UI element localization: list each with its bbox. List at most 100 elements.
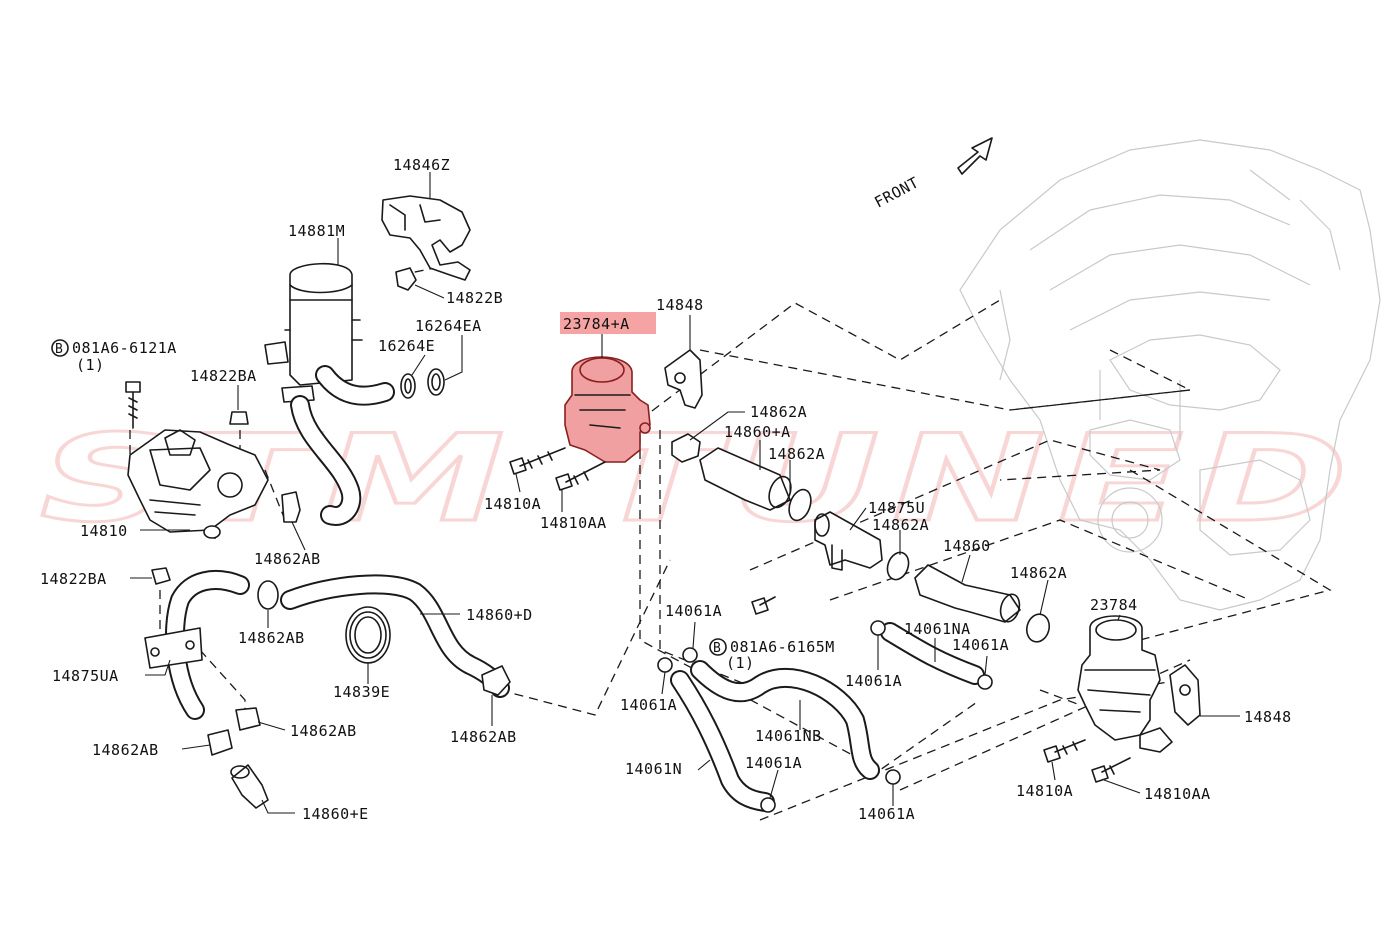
label-14810A-bottom: 14810A xyxy=(1016,782,1073,800)
bolt-14810AA-top[interactable] xyxy=(555,461,606,491)
bolt-081A6-6121A[interactable] xyxy=(125,381,141,429)
hose-14860D[interactable] xyxy=(280,574,510,698)
nut-14822BA-top[interactable] xyxy=(229,411,249,425)
label-14862AB-l2: 14862AB xyxy=(92,741,159,759)
part-23784A-highlighted[interactable] xyxy=(564,356,651,463)
label-14862A-3: 14862A xyxy=(872,516,929,534)
clamp-14862AB-mid[interactable] xyxy=(257,580,279,610)
part-14822B[interactable] xyxy=(395,267,417,291)
label-14862A-2: 14862A xyxy=(768,445,825,463)
label-14848-bottom: 14848 xyxy=(1244,708,1292,726)
clip-14061A-5[interactable] xyxy=(760,797,776,813)
part-14846Z[interactable] xyxy=(381,195,471,281)
label-23784A: 23784+A xyxy=(563,315,630,333)
highlight-box xyxy=(560,312,656,334)
label-14862AB-low: 14862AB xyxy=(450,728,517,746)
bolt-14810AA-bottom[interactable] xyxy=(1091,757,1131,783)
clamp-14862A-1[interactable] xyxy=(671,433,701,463)
label-14810AA-top: 14810AA xyxy=(540,514,607,532)
hose-14860E[interactable] xyxy=(230,764,269,809)
pipe-14875U[interactable] xyxy=(814,511,883,571)
svg-text:B: B xyxy=(713,641,721,656)
label-14862AB-l1: 14862AB xyxy=(290,722,357,740)
label-16264E: 16264E xyxy=(378,337,435,355)
clamp-14862AB-l2[interactable] xyxy=(207,729,233,756)
label-14822B: 14822B xyxy=(446,289,503,307)
clamp-14862AB-low[interactable] xyxy=(481,665,511,696)
bolt-14810A-top[interactable] xyxy=(509,447,566,475)
label-14846Z: 14846Z xyxy=(393,156,450,174)
part-14810[interactable] xyxy=(127,429,269,539)
label-14862A-4: 14862A xyxy=(1010,564,1067,582)
bolt-081A6-6165M[interactable] xyxy=(751,596,776,615)
part-14881M[interactable] xyxy=(264,262,395,526)
label-14810AA-bottom: 14810AA xyxy=(1144,785,1211,803)
gasket-14848-bottom[interactable] xyxy=(1169,664,1201,726)
label-14061N: 14061N xyxy=(625,760,682,778)
hose-14061NB[interactable] xyxy=(690,660,880,780)
front-arrow-icon xyxy=(957,137,993,175)
label-14061A-5: 14061A xyxy=(745,754,802,772)
label-14848-top: 14848 xyxy=(656,296,704,314)
hose-14061N[interactable] xyxy=(670,670,775,812)
bolt-marker-b-icon-1: B xyxy=(51,339,69,357)
nut-14822BA-left[interactable] xyxy=(151,567,171,585)
bolt-14810A-bottom[interactable] xyxy=(1043,739,1086,763)
label-14061A-3: 14061A xyxy=(845,672,902,690)
clip-14061A-1[interactable] xyxy=(682,647,698,663)
label-14810A-top: 14810A xyxy=(484,495,541,513)
front-indicator: FRONT xyxy=(871,137,993,212)
hose-14061NA[interactable] xyxy=(880,622,985,685)
front-label: FRONT xyxy=(871,173,922,211)
label-14061A-1: 14061A xyxy=(665,602,722,620)
clamp-14862A-2[interactable] xyxy=(785,487,815,524)
label-14862AB-mid: 14862AB xyxy=(238,629,305,647)
part-16264EA[interactable] xyxy=(427,368,445,396)
clamp-14862A-4[interactable] xyxy=(1024,612,1052,645)
clip-14061A-3[interactable] xyxy=(870,620,886,636)
label-14061NA: 14061NA xyxy=(904,620,971,638)
label-14860: 14860 xyxy=(943,537,991,555)
label-14860A: 14860+A xyxy=(724,423,791,441)
label-081A6-6165M: 081A6-6165M xyxy=(730,638,835,656)
label-14881M: 14881M xyxy=(288,222,345,240)
label-14061A-4: 14061A xyxy=(620,696,677,714)
label-14875U: 14875U xyxy=(868,499,925,517)
clamp-14862AB-l1[interactable] xyxy=(235,707,261,731)
label-14822BA-top: 14822BA xyxy=(190,367,257,385)
hose-14860[interactable] xyxy=(914,564,1022,624)
engine-outline xyxy=(959,139,1381,611)
label-14862AB-top: 14862AB xyxy=(254,550,321,568)
label-14875UA: 14875UA xyxy=(52,667,119,685)
seal-14839E[interactable] xyxy=(345,606,391,664)
label-081A6-6121A: 081A6-6121A xyxy=(72,339,177,357)
clip-14061A-6[interactable] xyxy=(885,769,901,785)
clamp-14862AB-top[interactable] xyxy=(281,491,301,523)
label-23784: 23784 xyxy=(1090,596,1138,614)
label-16264EA: 16264EA xyxy=(415,317,482,335)
bracket-14875UA[interactable] xyxy=(144,627,203,669)
label-14839E: 14839E xyxy=(333,683,390,701)
label-14061A-2: 14061A xyxy=(952,636,1009,654)
label-081A6-6121A-qty: (1) xyxy=(76,356,105,374)
part-16264E[interactable] xyxy=(400,373,416,399)
svg-text:B: B xyxy=(55,342,63,357)
clip-14061A-4[interactable] xyxy=(657,657,673,673)
part-23784[interactable] xyxy=(1077,615,1173,753)
label-081A6-6165M-qty: (1) xyxy=(726,654,755,672)
hose-upper-left[interactable] xyxy=(165,570,250,720)
bolt-marker-b-icon-2: B xyxy=(709,638,727,656)
label-14061NB: 14061NB xyxy=(755,727,822,745)
gasket-14848-top[interactable] xyxy=(664,349,703,409)
clip-14061A-2[interactable] xyxy=(977,674,993,690)
label-14860D: 14860+D xyxy=(466,606,533,624)
label-14860E: 14860+E xyxy=(302,805,369,823)
label-14810: 14810 xyxy=(80,522,128,540)
leader-lines xyxy=(130,172,1240,814)
label-14862A-1: 14862A xyxy=(750,403,807,421)
label-14822BA-left: 14822BA xyxy=(40,570,107,588)
hose-14860A[interactable] xyxy=(699,447,795,511)
clamp-14862A-3[interactable] xyxy=(884,549,912,582)
label-14061A-6: 14061A xyxy=(858,805,915,823)
